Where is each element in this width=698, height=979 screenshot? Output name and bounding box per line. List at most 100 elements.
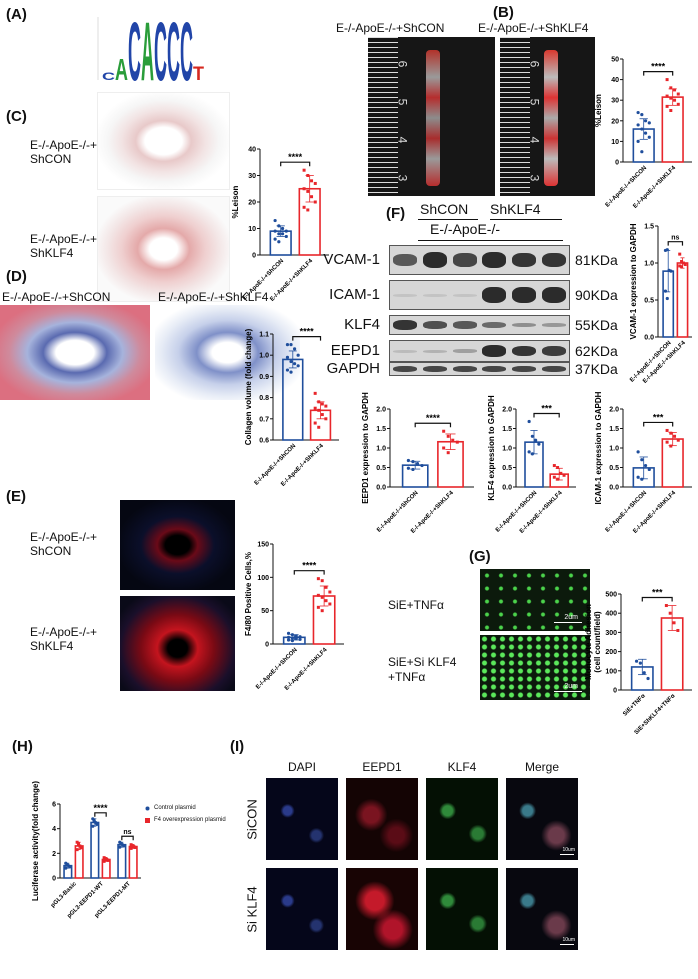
if-image	[266, 868, 338, 950]
data-point	[647, 121, 651, 125]
data-point	[328, 602, 332, 606]
data-point	[672, 621, 676, 625]
y-tick-label: 1.0	[502, 446, 512, 453]
data-point	[552, 464, 556, 468]
y-axis-label: %Leison	[594, 94, 603, 127]
data-point	[442, 429, 446, 433]
blot-label: KLF4	[344, 316, 380, 333]
significance-label: ns	[123, 829, 131, 836]
data-point	[316, 605, 320, 609]
data-point	[640, 458, 644, 462]
data-point	[420, 463, 424, 468]
data-point	[313, 181, 317, 185]
y-tick-label: 1.0	[609, 446, 619, 453]
y-tick-label: 0.5	[502, 465, 512, 472]
data-point	[280, 232, 285, 236]
panel-label-h: (H)	[12, 738, 33, 755]
data-point	[285, 368, 290, 372]
data-point	[119, 842, 123, 846]
data-point	[103, 857, 107, 861]
y-tick-label: 1.0	[376, 446, 386, 453]
data-point	[673, 434, 677, 438]
y-tick-label: 20	[611, 118, 619, 125]
logo-letter: A	[141, 12, 154, 90]
data-point	[678, 264, 682, 268]
data-point	[636, 139, 640, 143]
data-point	[320, 413, 324, 417]
y-tick-label: 0.5	[376, 465, 386, 472]
data-point	[669, 444, 673, 448]
data-point	[273, 229, 277, 233]
data-point	[320, 402, 324, 406]
data-point	[273, 237, 277, 241]
data-point	[673, 88, 677, 92]
masson-image-shklf4	[155, 305, 300, 400]
adhesion-image-top: 2um	[480, 569, 590, 631]
data-point	[324, 585, 328, 589]
y-tick-label: 0.5	[609, 465, 619, 472]
y-tick-label: 400	[605, 611, 617, 618]
data-point	[324, 404, 328, 408]
if-image	[266, 778, 338, 860]
bar	[128, 845, 138, 879]
x-tick-label: E-/-ApoE-/-+ShKLF4	[519, 490, 564, 535]
data-point	[273, 218, 277, 223]
data-point	[306, 189, 310, 193]
data-point	[289, 370, 293, 374]
data-point	[530, 434, 534, 438]
y-tick-label: 1.0	[644, 261, 654, 268]
data-point	[642, 671, 646, 675]
data-point	[636, 450, 640, 454]
significance-label: ****	[288, 152, 303, 162]
data-point	[284, 234, 288, 239]
d-title-shklf4: E-/-ApoE-/-+ShKLF4	[158, 290, 269, 304]
data-point	[289, 343, 293, 347]
h-legend: Control plasmid F4 overexpression plasmi…	[145, 805, 226, 829]
blot-klf4	[389, 315, 570, 335]
data-point	[130, 844, 134, 848]
data-point	[310, 195, 314, 199]
data-point	[665, 104, 669, 108]
x-tick-label: pGL3-Basic	[50, 881, 78, 909]
data-point	[286, 631, 291, 635]
bar	[661, 438, 684, 488]
data-point	[324, 599, 328, 603]
y-tick-label: 1.5	[644, 224, 654, 231]
y-axis-label: Monocyte Adhesion(cell count/field)	[584, 604, 602, 680]
data-point	[313, 391, 317, 395]
significance-bracket	[121, 835, 134, 841]
blot-band	[392, 349, 417, 353]
if-row-label: Si KLF4	[244, 886, 260, 933]
data-point	[296, 364, 300, 368]
y-tick-label: 200	[605, 649, 617, 656]
data-point	[552, 475, 556, 479]
data-point	[681, 261, 685, 265]
data-point	[406, 458, 410, 463]
if-image	[346, 868, 418, 950]
blot-band	[452, 349, 477, 353]
data-point	[668, 611, 672, 615]
legend-control: Control plasmid	[154, 805, 196, 811]
if-row-label: SiCON	[244, 799, 260, 840]
blot-band	[482, 345, 507, 357]
data-point	[65, 863, 69, 867]
panel-label-g: (G)	[469, 548, 491, 565]
blot-label: VCAM-1	[323, 251, 380, 268]
y-tick-label: 0	[52, 876, 56, 883]
blot-band	[452, 293, 477, 297]
blot-band	[452, 321, 477, 329]
f480-image-shklf4	[120, 596, 235, 691]
b-title-shcon: E-/-ApoE-/-+ShCON	[336, 21, 445, 35]
data-point	[665, 94, 669, 98]
y-tick-label: 0	[613, 688, 617, 695]
data-point	[640, 113, 644, 117]
y-tick-label: 0	[252, 253, 256, 260]
bar	[661, 96, 684, 163]
significance-bracket	[643, 71, 674, 76]
blot-band	[482, 365, 507, 373]
blot-band	[482, 252, 507, 268]
data-point	[313, 421, 317, 425]
data-point	[406, 466, 410, 470]
